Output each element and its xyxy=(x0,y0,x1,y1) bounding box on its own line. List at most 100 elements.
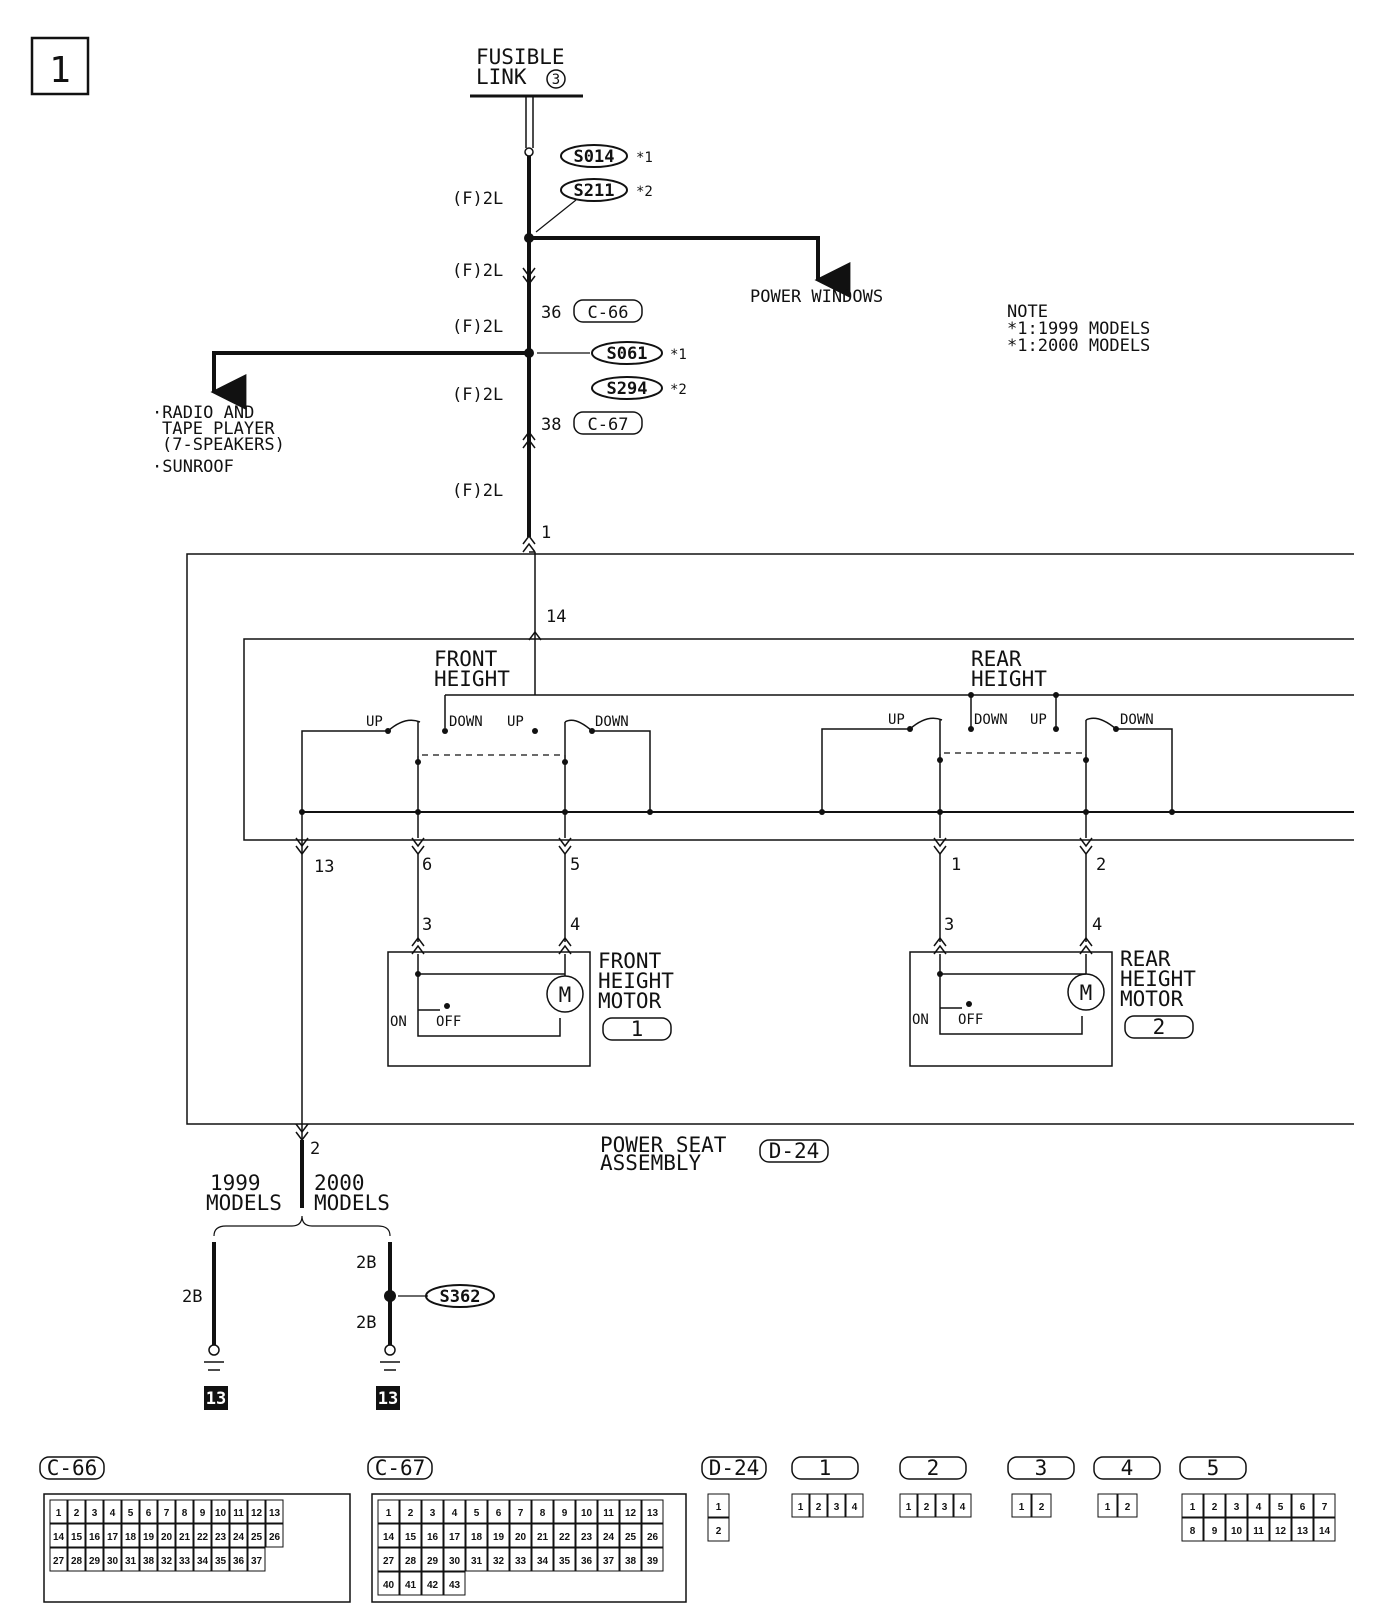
front-motor-pin-4: 4 xyxy=(570,915,580,935)
c66-cell-27 xyxy=(49,1547,68,1572)
c66-cell-20 xyxy=(157,1523,176,1548)
front-switch-down-2: DOWN xyxy=(595,714,629,730)
fusible-link-terminal xyxy=(524,147,534,157)
rear-motor-off: OFF xyxy=(958,1012,983,1028)
c67-cell-32 xyxy=(487,1547,510,1572)
d24-cell-1 xyxy=(707,1493,730,1518)
c67-pin-18: 18 xyxy=(471,1532,483,1543)
wire-label-2: (F)2L xyxy=(452,261,503,281)
v5-cell-4 xyxy=(1247,1493,1270,1518)
c66-pin-15: 15 xyxy=(71,1532,83,1543)
models-1999-1: 1999 xyxy=(210,1171,261,1195)
power-seat-label-1: POWER SEAT xyxy=(600,1133,727,1157)
c67-cell-9 xyxy=(553,1499,576,1524)
c66-pin-25: 25 xyxy=(251,1532,263,1543)
c67-pin-10: 10 xyxy=(581,1508,593,1519)
v4-cell-1 xyxy=(1097,1493,1118,1518)
fusible-link-number-circle xyxy=(546,69,566,89)
c66-pin-14: 14 xyxy=(53,1532,65,1543)
c67-pin-43: 43 xyxy=(449,1580,461,1591)
c66-cell-17 xyxy=(103,1523,122,1548)
v5-cell-1 xyxy=(1181,1493,1204,1518)
front-motor-label-2: HEIGHT xyxy=(598,969,674,993)
c66-cell-33 xyxy=(175,1547,194,1572)
splice-s061: S061 xyxy=(591,341,663,365)
c67-pin-31: 31 xyxy=(471,1556,483,1567)
radio-label-2: TAPE PLAYER xyxy=(162,419,275,439)
c67-pin-40: 40 xyxy=(383,1580,395,1591)
v2-cell-1 xyxy=(899,1493,918,1518)
view-c67-body xyxy=(371,1493,687,1603)
c66-pin-12: 12 xyxy=(251,1508,263,1519)
front-height-label-1: FRONT xyxy=(434,647,498,671)
c67-cell-15 xyxy=(399,1523,422,1548)
v5-pin-2: 2 xyxy=(1212,1502,1218,1513)
splice-s014-note: *1 xyxy=(636,150,653,166)
c66-pin-4: 4 xyxy=(110,1508,116,1519)
c67-pin-13: 13 xyxy=(647,1508,659,1519)
c67-cell-2 xyxy=(399,1499,422,1524)
splice-s211: S211 xyxy=(560,178,628,202)
v3-cell-2 xyxy=(1031,1493,1052,1518)
connector-c67-label: C-67 xyxy=(588,415,629,435)
c67-cell-12 xyxy=(619,1499,642,1524)
c66-cell-13 xyxy=(265,1499,284,1524)
c67-cell-35 xyxy=(553,1547,576,1572)
connector-c66-box xyxy=(573,299,643,323)
c67-pin-3: 3 xyxy=(430,1508,436,1519)
c66-cell-3 xyxy=(85,1499,104,1524)
c67-cell-43 xyxy=(443,1571,466,1596)
c67-pin-33: 33 xyxy=(515,1556,527,1567)
c66-cell-10 xyxy=(211,1499,230,1524)
c67-pin-2: 2 xyxy=(408,1508,414,1519)
svg-text:S362: S362 xyxy=(440,1287,481,1307)
c66-pin-33: 33 xyxy=(179,1556,191,1567)
connector-c67-box xyxy=(573,411,643,435)
fusible-link-label: FUSIBLE xyxy=(476,45,565,69)
v5-pin-7: 7 xyxy=(1322,1502,1328,1513)
c67-cell-29 xyxy=(421,1547,444,1572)
view-c66-body xyxy=(43,1493,351,1603)
v1-cell-1 xyxy=(791,1493,810,1518)
c66-pin-28: 28 xyxy=(71,1556,83,1567)
c66-pin-23: 23 xyxy=(215,1532,227,1543)
rear-switch-up-2: UP xyxy=(1030,712,1047,728)
c66-pin-35: 35 xyxy=(215,1556,227,1567)
v5-cell-10 xyxy=(1225,1517,1248,1542)
c66-cell-35 xyxy=(211,1547,230,1572)
c66-pin-5: 5 xyxy=(128,1508,134,1519)
v1-cell-3 xyxy=(827,1493,846,1518)
connector-c66-label: C-66 xyxy=(588,303,629,323)
c66-pin-31: 31 xyxy=(125,1556,137,1567)
c67-cell-23 xyxy=(575,1523,598,1548)
c66-pin-32: 32 xyxy=(161,1556,173,1567)
c66-cell-29 xyxy=(85,1547,104,1572)
fusible-link-label-2: LINK xyxy=(476,65,527,89)
c66-pin-17: 17 xyxy=(107,1532,119,1543)
c67-cell-11 xyxy=(597,1499,620,1524)
c66-cell-34 xyxy=(193,1547,212,1572)
c67-pin-29: 29 xyxy=(427,1556,439,1567)
v5-cell-8 xyxy=(1181,1517,1204,1542)
v5-cell-13 xyxy=(1291,1517,1314,1542)
power-seat-assembly-box xyxy=(186,553,1354,1125)
c67-pin-21: 21 xyxy=(537,1532,549,1543)
fusible-link-number: 3 xyxy=(552,72,560,88)
power-windows-label: POWER WINDOWS xyxy=(750,287,883,307)
c66-pin-27: 27 xyxy=(53,1556,65,1567)
c67-cell-6 xyxy=(487,1499,510,1524)
c66-cell-18 xyxy=(121,1523,140,1548)
c66-cell-19 xyxy=(139,1523,158,1548)
c67-cell-33 xyxy=(509,1547,532,1572)
c66-cell-9 xyxy=(193,1499,212,1524)
c67-pin-34: 34 xyxy=(537,1556,549,1567)
view-1-title: 1 xyxy=(819,1456,832,1480)
v5-pin-11: 11 xyxy=(1253,1526,1264,1537)
splice-s061-note: *1 xyxy=(670,347,687,363)
pin-13: 13 xyxy=(314,857,334,877)
rear-motor-label-2: HEIGHT xyxy=(1120,967,1196,991)
splice-s362: S362 xyxy=(425,1284,495,1308)
ground-point-2-label: 13 xyxy=(378,1389,398,1409)
